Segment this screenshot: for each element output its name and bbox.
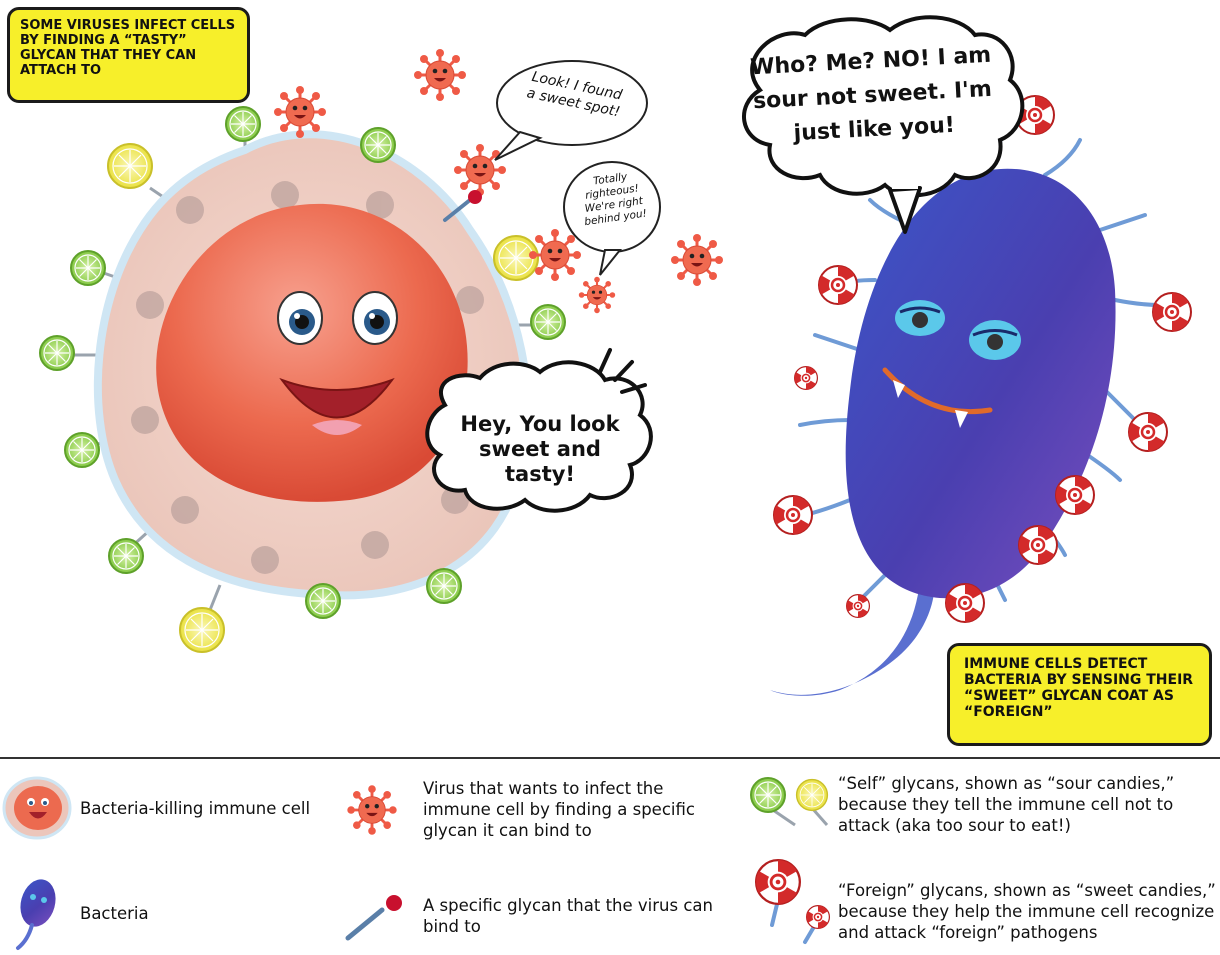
bubble-text-immune-cell: Hey, You look sweet and tasty!: [450, 412, 630, 487]
legend-immune-cell-icon: [4, 778, 70, 838]
legend-label-specific-glycan: A specific glycan that the virus can bin…: [423, 895, 713, 937]
legend-label-bacteria: Bacteria: [80, 903, 240, 924]
legend-label-self-glycans: “Self” glycans, shown as “sour candies,”…: [838, 773, 1220, 836]
legend-label-virus: Virus that wants to infect the immune ce…: [423, 778, 728, 841]
legend-specific-glycan-icon: [348, 895, 402, 938]
bubble-text-virus-friends: Totally righteous! We're right behind yo…: [575, 168, 652, 229]
legend-divider: [0, 757, 1220, 759]
legend-virus-icon: [347, 785, 396, 834]
legend-label-immune-cell: Bacteria-killing immune cell: [80, 798, 340, 819]
legend-bacteria-icon: [15, 875, 60, 948]
bacteria-body: [846, 169, 1116, 599]
bubble-text-bacteria: Who? Me? NO! I am sour not sweet. I'm ju…: [743, 38, 1003, 153]
legend-self-glycans-icon: [751, 778, 827, 825]
legend-foreign-glycans-icon: [756, 860, 829, 942]
callout-immune-detection: IMMUNE CELLS DETECT BACTERIA BY SENSING …: [947, 643, 1212, 746]
callout-virus-infection: SOME VIRUSES INFECT CELLS BY FINDING A “…: [7, 7, 250, 103]
legend-label-foreign-glycans: “Foreign” glycans, shown as “sweet candi…: [838, 880, 1220, 943]
